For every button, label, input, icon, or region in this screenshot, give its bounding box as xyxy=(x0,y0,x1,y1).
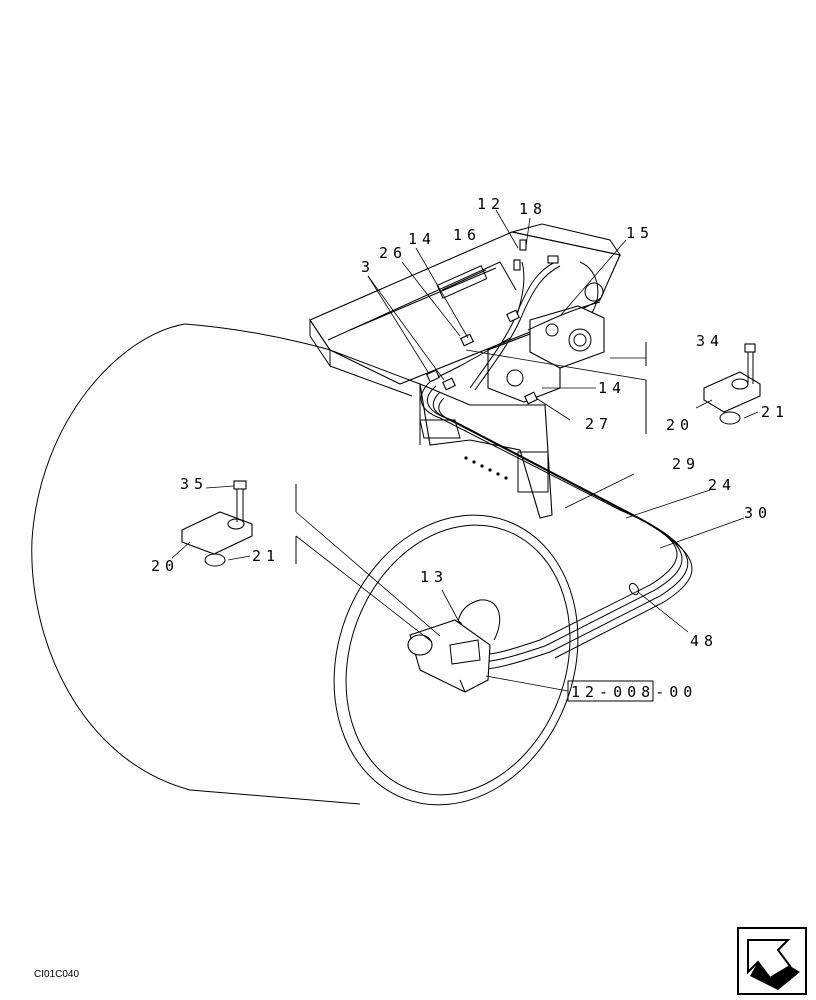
callout-numbers: 3 26 14 16 12 18 15 14 27 34 20 21 35 20… xyxy=(151,195,789,650)
machine-frame xyxy=(309,223,622,519)
vibration-motor xyxy=(407,619,491,693)
next-page-arrow-icon[interactable] xyxy=(737,927,807,995)
fittings xyxy=(426,239,559,629)
callout-14-lower: 14 xyxy=(598,379,626,397)
callout-13: 13 xyxy=(420,568,448,586)
callout-21-right: 21 xyxy=(761,403,789,421)
flange-right xyxy=(703,343,761,425)
callout-18: 18 xyxy=(519,200,547,218)
drum xyxy=(31,323,579,806)
reference-box[interactable]: 12-008-00 xyxy=(567,680,697,702)
callout-26: 26 xyxy=(379,244,407,262)
callout-20-right: 20 xyxy=(666,416,694,434)
callout-15: 15 xyxy=(626,224,654,242)
callout-27: 27 xyxy=(585,415,613,433)
callout-35: 35 xyxy=(180,475,208,493)
callout-24: 24 xyxy=(708,476,736,494)
callout-20-left: 20 xyxy=(151,557,179,575)
break-lines xyxy=(295,342,647,564)
figure-id: CI01C040 xyxy=(34,969,80,980)
leader-lines xyxy=(171,209,759,692)
callout-12: 12 xyxy=(477,195,505,213)
reference-box-label: 12-008-00 xyxy=(571,683,697,701)
callout-14-upper: 14 xyxy=(408,230,436,248)
callout-16: 16 xyxy=(453,226,481,244)
flange-left xyxy=(181,480,253,567)
callout-30: 30 xyxy=(744,504,772,522)
callout-21-left: 21 xyxy=(252,547,280,565)
callout-48: 48 xyxy=(690,632,718,650)
callout-34: 34 xyxy=(696,332,724,350)
callout-29: 29 xyxy=(672,455,700,473)
callout-3: 3 xyxy=(361,258,375,276)
